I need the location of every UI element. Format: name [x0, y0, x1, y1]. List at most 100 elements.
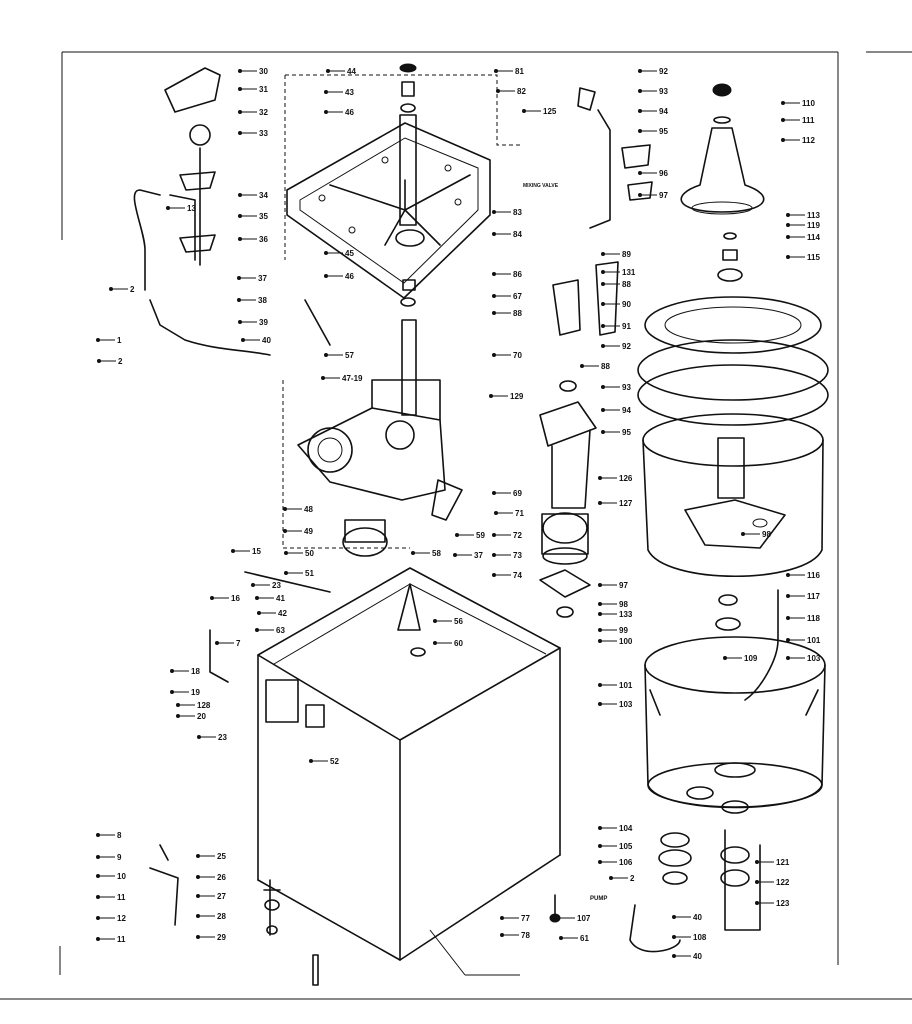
leader-dot-c37a [237, 276, 241, 280]
leader-dot-c2b [97, 359, 101, 363]
callout-c107: 107 [577, 914, 591, 923]
callout-c57: 57 [345, 351, 354, 360]
callout-c40b: 40 [693, 913, 702, 922]
pump-label: PUMP [590, 896, 607, 902]
callout-c108: 108 [693, 933, 707, 942]
leader-dot-c70 [492, 353, 496, 357]
leader-dot-c93b [601, 385, 605, 389]
leader-dot-c20 [176, 714, 180, 718]
callout-c39: 39 [259, 318, 268, 327]
leader-dot-c94b [601, 408, 605, 412]
leader-dot-c100 [598, 639, 602, 643]
leader-dot-c27 [196, 894, 200, 898]
callout-c11a: 11 [117, 893, 126, 902]
leader-dot-c71 [494, 511, 498, 515]
callout-c121: 121 [776, 858, 790, 867]
leader-dot-c35 [238, 214, 242, 218]
leader-dot-c110 [781, 101, 785, 105]
leader-dot-c42 [257, 611, 261, 615]
leader-dot-c10 [96, 874, 100, 878]
callout-c47: 47-19 [342, 374, 363, 383]
leader-dot-c105 [598, 844, 602, 848]
leader-dot-c88a [492, 311, 496, 315]
callout-c103b: 103 [807, 654, 821, 663]
callout-c101b: 101 [807, 636, 821, 645]
callout-c94b: 94 [622, 406, 631, 415]
callout-c96: 96 [659, 169, 668, 178]
callout-c110: 110 [802, 99, 815, 108]
leader-dot-c36 [238, 237, 242, 241]
callout-c51: 51 [305, 569, 314, 578]
callout-c44: 44 [347, 67, 356, 76]
callout-c97: 97 [659, 191, 668, 200]
leader-dot-c37b [453, 553, 457, 557]
callout-c125: 125 [543, 107, 557, 116]
leader-dot-c106 [598, 860, 602, 864]
callout-c23a: 23 [272, 581, 281, 590]
callout-c83: 83 [513, 208, 522, 217]
leader-dot-c81 [494, 69, 498, 73]
leader-dot-c101a [598, 683, 602, 687]
leader-dot-c86 [492, 272, 496, 276]
leader-dot-c112 [781, 138, 785, 142]
callout-c88c: 88 [601, 362, 610, 371]
callout-c71: 71 [515, 509, 524, 518]
callout-c38: 38 [258, 296, 267, 305]
callout-c1: 1 [117, 336, 122, 345]
leader-dot-c108 [672, 935, 676, 939]
callout-c93b: 93 [622, 383, 631, 392]
leader-dot-c104 [598, 826, 602, 830]
callout-c45: 45 [345, 249, 354, 258]
callout-c16: 16 [231, 594, 240, 603]
callout-c131: 131 [622, 268, 636, 277]
callout-c101a: 101 [619, 681, 633, 690]
callout-c61: 61 [580, 934, 589, 943]
callout-c84: 84 [513, 230, 522, 239]
callout-c9: 9 [117, 853, 122, 862]
callout-leader-lines [96, 69, 805, 958]
callout-c88b: 88 [622, 280, 631, 289]
callout-c129: 129 [510, 392, 524, 401]
leader-dot-c78 [500, 933, 504, 937]
callout-c95: 95 [659, 127, 668, 136]
agitator-drive-plate-assembly [284, 63, 520, 307]
callout-c91: 91 [622, 322, 631, 331]
leader-dot-c92 [638, 69, 642, 73]
leader-dot-c131 [601, 270, 605, 274]
leader-dot-c12 [96, 916, 100, 920]
leader-dot-c51 [284, 571, 288, 575]
leader-dot-c128 [176, 703, 180, 707]
callout-c73: 73 [513, 551, 522, 560]
leader-dot-c46a [324, 110, 328, 114]
callout-c113: 113 [807, 211, 820, 220]
leader-dot-c103b [786, 656, 790, 660]
callout-c117: 117 [807, 592, 820, 601]
callout-c118: 118 [807, 614, 820, 623]
leader-dot-c28 [196, 914, 200, 918]
leader-dot-c50 [284, 551, 288, 555]
leader-dot-c103a [598, 702, 602, 706]
leader-dot-c101b [786, 638, 790, 642]
leader-dot-c11a [96, 895, 100, 899]
callout-c93: 93 [659, 87, 668, 96]
leader-dot-c125 [522, 109, 526, 113]
callout-c41: 41 [276, 594, 285, 603]
leader-dot-c7 [215, 641, 219, 645]
leader-dot-c115 [786, 255, 790, 259]
leader-dot-c45 [324, 251, 328, 255]
leader-dot-c117 [786, 594, 790, 598]
leader-dot-c91 [601, 324, 605, 328]
leader-dot-c69 [492, 491, 496, 495]
callout-c20: 20 [197, 712, 206, 721]
leader-dot-c33 [238, 131, 242, 135]
callout-c77: 77 [521, 914, 530, 923]
leader-dot-c59 [455, 533, 459, 537]
leader-dot-c111 [781, 118, 785, 122]
small-hardware [149, 67, 750, 986]
inlet-and-drain-hoses [133, 109, 779, 953]
callout-c123: 123 [776, 899, 790, 908]
callout-c2b: 2 [118, 357, 123, 366]
leader-dot-c2c [609, 876, 613, 880]
leader-dot-c97 [638, 193, 642, 197]
